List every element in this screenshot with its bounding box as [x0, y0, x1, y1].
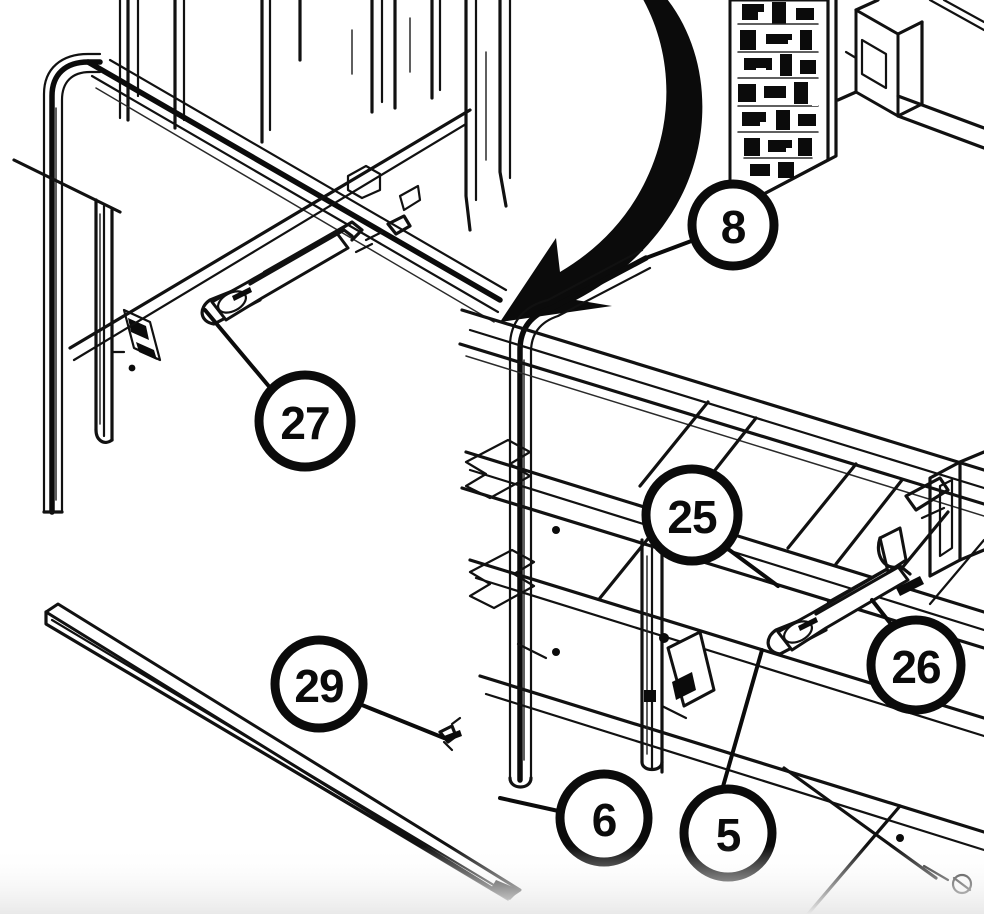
- lower-frame-box: [458, 308, 984, 852]
- top-diagonal-rail: [85, 58, 508, 323]
- cabinet-wall: [464, 0, 512, 232]
- scan-falloff: [0, 846, 984, 914]
- leader-8: [644, 238, 696, 260]
- center-vertical-tube: [508, 248, 652, 789]
- callout-6[interactable]: 6: [555, 769, 653, 867]
- circuit-panel: [728, 0, 838, 198]
- callout-25-label: 25: [667, 491, 717, 543]
- leader-6: [498, 796, 565, 814]
- left-bracket-plate: [94, 198, 162, 444]
- leader-25: [722, 544, 780, 588]
- callout-27[interactable]: 27: [254, 370, 356, 472]
- right-vertical-plate: [640, 538, 716, 774]
- assembly-direction-arrow: [500, 0, 703, 322]
- connector-block: [836, 0, 984, 150]
- callout-6-label: 6: [592, 794, 617, 846]
- leader-5: [720, 648, 764, 792]
- callout-8[interactable]: 8: [687, 179, 779, 271]
- callout-8-label: 8: [721, 201, 746, 253]
- right-latch-assembly: [766, 476, 950, 656]
- callout-26-label: 26: [891, 641, 940, 693]
- callout-25[interactable]: 25: [641, 464, 743, 566]
- callout-29-label: 29: [294, 660, 343, 712]
- left-diagonal-brace: [12, 108, 472, 362]
- leader-29: [355, 701, 446, 740]
- frame-notch-tabs: [464, 438, 560, 660]
- left-latch-assembly: [200, 214, 412, 326]
- callout-27-label: 27: [280, 397, 329, 449]
- leader-27: [203, 308, 274, 392]
- callout-29[interactable]: 29: [270, 635, 368, 733]
- upper-panel-group: [118, 0, 442, 144]
- callout-26[interactable]: 26: [866, 615, 966, 715]
